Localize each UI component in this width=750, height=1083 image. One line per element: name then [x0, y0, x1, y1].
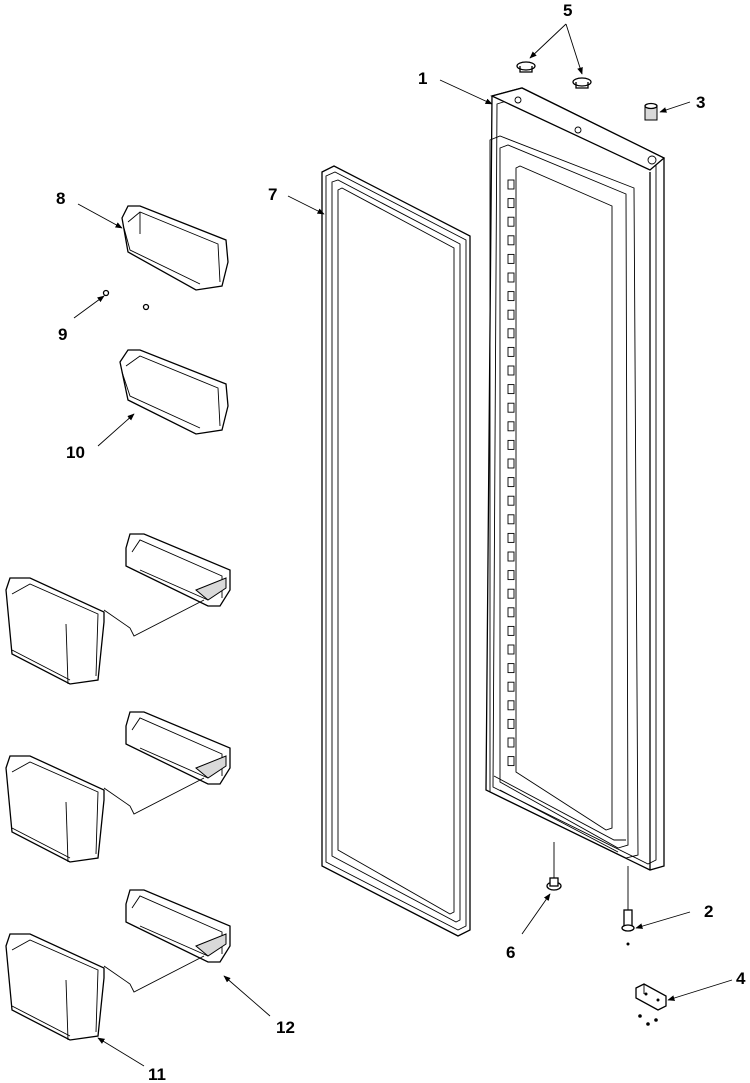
callout-8: 8	[56, 189, 65, 208]
door-bin	[5, 755, 105, 863]
upper-door-bin	[121, 205, 229, 291]
plug-left	[516, 61, 536, 73]
door-liner	[485, 87, 666, 871]
callout-4: 4	[736, 969, 746, 988]
callout-12: 12	[276, 1018, 295, 1037]
bin-pair-1	[5, 533, 231, 685]
support-dimple	[507, 384, 515, 395]
callout-1: 1	[418, 69, 427, 88]
support-dimple	[507, 477, 515, 488]
lower-bin-assemblies	[5, 533, 231, 1041]
support-dimple	[507, 495, 515, 506]
callout-11: 11	[148, 1065, 166, 1083]
support-dimple	[507, 551, 515, 562]
hinge-bushing	[644, 102, 658, 121]
support-dimple	[507, 235, 515, 246]
support-dimple	[507, 644, 515, 655]
support-dimple	[507, 328, 515, 339]
bin-pair-2	[5, 711, 231, 863]
callout-7: 7	[268, 185, 277, 204]
support-dimple	[507, 570, 515, 581]
callout-3: 3	[696, 93, 705, 112]
support-dimple	[507, 458, 515, 469]
callout-6: 6	[506, 943, 515, 962]
callout-5: 5	[563, 1, 572, 20]
door-stop	[546, 842, 562, 891]
support-dimple	[507, 514, 515, 525]
leader-lines	[73, 23, 733, 1067]
support-dimple	[507, 346, 515, 357]
support-dimple	[507, 216, 515, 227]
support-dimple	[507, 663, 515, 674]
callout-9: 9	[58, 325, 67, 344]
support-dimple	[507, 179, 515, 190]
support-dimple	[507, 272, 515, 283]
support-dimple	[507, 402, 515, 413]
hinge-plugs	[516, 61, 592, 89]
door-gasket	[321, 165, 471, 937]
callout-labels: 1 2 3 4 5 6 7 8 9 10 11 12	[56, 1, 746, 1083]
support-dimple	[507, 439, 515, 450]
support-dimple	[507, 718, 515, 729]
plug-right	[572, 77, 592, 89]
callout-2: 2	[704, 902, 713, 921]
door-bin	[5, 933, 105, 1041]
middle-door-bin	[119, 349, 229, 435]
support-dimple	[507, 625, 515, 636]
support-dimple	[507, 198, 515, 209]
support-dimple	[507, 737, 515, 748]
support-dimple	[507, 309, 515, 320]
support-dimple	[507, 700, 515, 711]
support-dimple	[507, 588, 515, 599]
door-bin	[5, 577, 105, 685]
bin-pair-3	[5, 889, 231, 1041]
hinge-pin	[621, 866, 635, 946]
hinge-bracket	[635, 983, 667, 1026]
support-dimple	[507, 607, 515, 618]
bin-screws	[102, 289, 150, 311]
support-dimple	[507, 532, 515, 543]
shelf-supports	[507, 179, 515, 767]
support-dimple	[507, 756, 515, 767]
support-dimple	[507, 253, 515, 264]
support-dimple	[507, 291, 515, 302]
support-dimple	[507, 681, 515, 692]
support-dimple	[507, 365, 515, 376]
support-dimple	[507, 421, 515, 432]
callout-10: 10	[66, 443, 85, 462]
